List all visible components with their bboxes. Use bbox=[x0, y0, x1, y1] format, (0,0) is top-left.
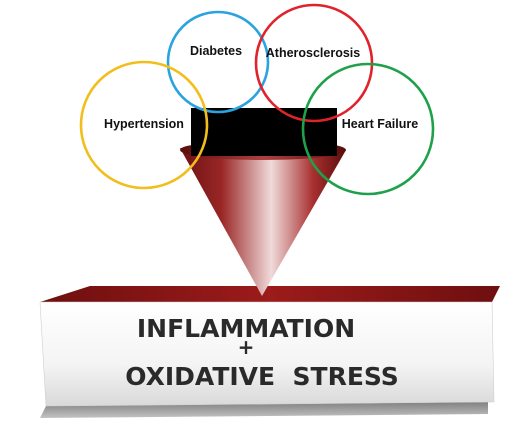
funnel-cone bbox=[180, 148, 346, 296]
circle-hypertension bbox=[79, 60, 209, 190]
label-heart-failure: Heart Failure bbox=[342, 117, 418, 131]
circle-diabetes bbox=[166, 10, 270, 114]
base-line-inflammation: INFLAMMATION bbox=[137, 314, 355, 343]
label-hypertension: Hypertension bbox=[104, 117, 184, 131]
label-atherosclerosis: Atherosclerosis bbox=[266, 46, 361, 60]
circle-heart-failure bbox=[301, 62, 435, 196]
label-diabetes: Diabetes bbox=[190, 44, 242, 58]
base-block-shadow bbox=[40, 402, 488, 418]
base-line-oxidative-stress: OXIDATIVE STRESS bbox=[125, 362, 399, 391]
base-plus: + bbox=[238, 335, 255, 359]
circle-atherosclerosis bbox=[254, 3, 374, 123]
base-block-top bbox=[40, 286, 500, 302]
funnel-cap bbox=[191, 108, 337, 156]
base-block-front bbox=[39, 301, 495, 407]
